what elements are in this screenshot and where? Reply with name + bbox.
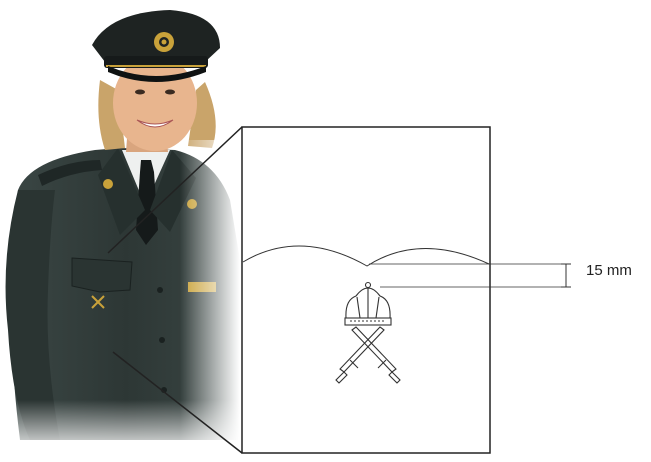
- jacket-button: [159, 337, 165, 343]
- measurement-label: 15 mm: [586, 262, 632, 279]
- pocket-detail-panel: [242, 127, 490, 453]
- collar-insignia-left: [103, 179, 113, 189]
- jacket-button: [157, 287, 163, 293]
- breast-pocket-flap: [72, 258, 132, 292]
- officer-figure: [0, 10, 240, 457]
- eye-left: [135, 90, 145, 95]
- eye-right: [165, 90, 175, 95]
- cap-badge-icon: [154, 32, 174, 52]
- face: [113, 55, 197, 151]
